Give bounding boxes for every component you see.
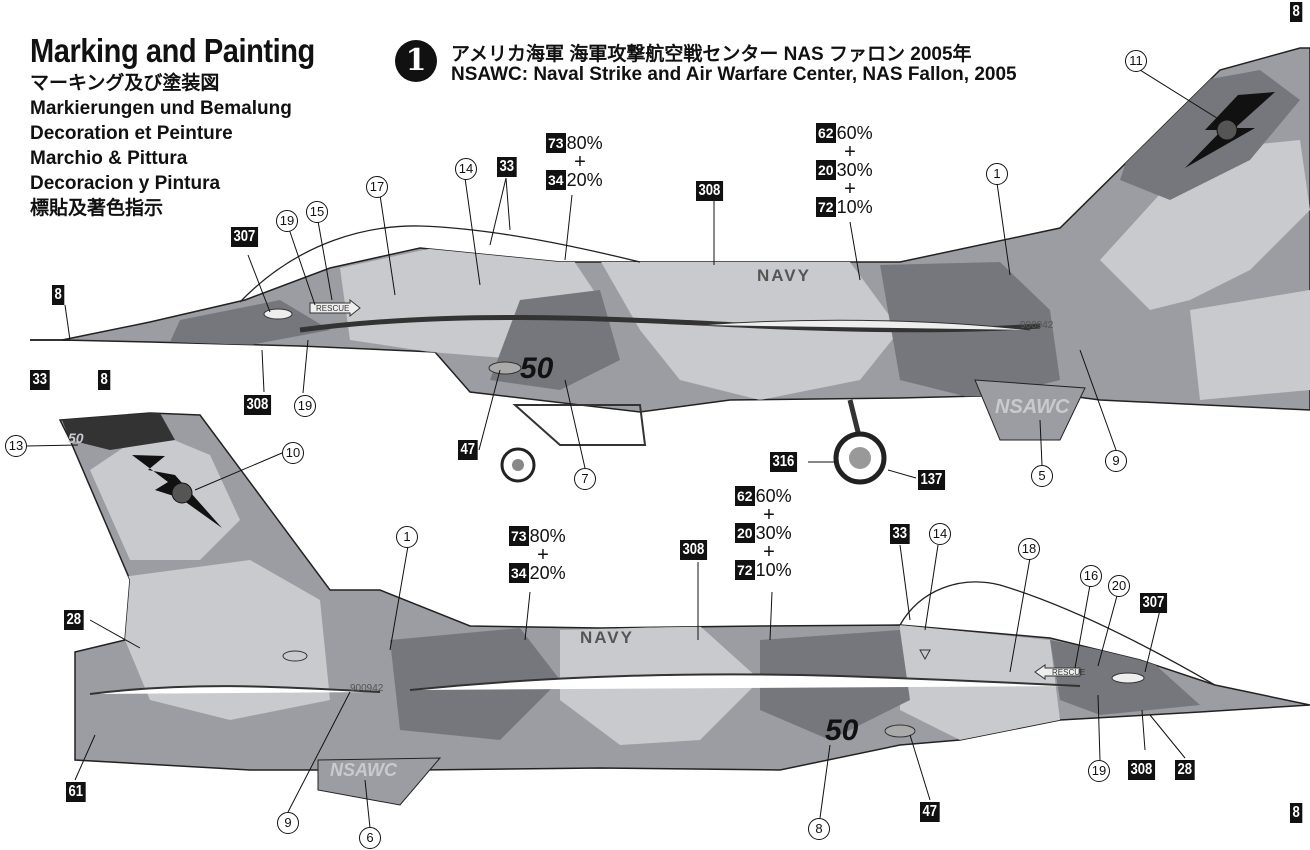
color-code-33: 33 — [890, 524, 910, 544]
color-code: 34 — [509, 563, 529, 583]
mix-percent: 20% — [566, 170, 603, 190]
mix-percent: 30% — [836, 160, 873, 180]
nsawc-marking-lower: NSAWC — [330, 760, 397, 780]
color-code: 73 — [509, 526, 529, 546]
serial-upper: 900942 — [1020, 320, 1054, 331]
color-code: 73 — [546, 133, 566, 153]
mix-percent: 60% — [836, 123, 873, 143]
color-code-137: 137 — [918, 470, 945, 490]
page-title: Marking and Painting — [30, 32, 315, 69]
color-code: 72 — [735, 560, 755, 580]
decal-callout-8: 8 — [808, 818, 830, 840]
color-code: 62 — [735, 486, 755, 506]
color-code-307: 307 — [231, 227, 258, 247]
mix-plus: + — [844, 178, 856, 200]
title-line-fr: Decoration et Peinture — [30, 123, 233, 144]
mix-plus: + — [844, 141, 856, 163]
title-line-es: Decoracion y Pintura — [30, 173, 221, 194]
color-code-28: 28 — [64, 610, 84, 630]
color-code-8: 8 — [1290, 803, 1303, 823]
color-code-61: 61 — [66, 782, 86, 802]
mix-percent: 80% — [529, 526, 566, 546]
decal-callout-14: 14 — [929, 523, 951, 545]
color-code-8: 8 — [1290, 2, 1303, 22]
scheme-number-badge: 1 — [395, 40, 437, 82]
decal-callout-19: 19 — [276, 210, 298, 232]
color-code-308: 308 — [680, 540, 707, 560]
color-code-308: 308 — [696, 181, 723, 201]
mix-percent: 10% — [836, 197, 873, 217]
color-code: 20 — [735, 523, 755, 543]
mix-percent: 10% — [755, 560, 792, 580]
title-line-it: Marchio & Pittura — [30, 148, 188, 169]
decal-callout-19: 19 — [1088, 760, 1110, 782]
decal-callout-10: 10 — [282, 442, 304, 464]
mix-percent: 20% — [529, 563, 566, 583]
color-code-308: 308 — [244, 395, 271, 415]
color-code: 72 — [816, 197, 836, 217]
color-code: 20 — [816, 160, 836, 180]
title-line-de: Markierungen und Bemalung — [30, 98, 292, 119]
color-code-47: 47 — [920, 802, 940, 822]
mix-plus: + — [537, 544, 549, 566]
decal-callout-7: 7 — [574, 468, 596, 490]
serial-lower: 900942 — [350, 683, 384, 694]
upper-aircraft — [30, 47, 1310, 485]
decal-callout-17: 17 — [366, 176, 388, 198]
decal-callout-11: 11 — [1125, 50, 1147, 72]
decal-callout-19: 19 — [294, 395, 316, 417]
mix-plus: + — [763, 504, 775, 526]
side-number-upper: 50 — [520, 352, 554, 385]
mix-plus: + — [763, 541, 775, 563]
color-code-47: 47 — [458, 440, 478, 460]
side-number-lower: 50 — [825, 714, 859, 747]
decal-callout-1: 1 — [396, 526, 418, 548]
nsawc-marking-upper: NSAWC — [995, 396, 1070, 418]
color-code-8: 8 — [98, 370, 111, 390]
color-code-33: 33 — [30, 370, 50, 390]
decal-callout-15: 15 — [306, 201, 328, 223]
scheme-title-jp: アメリカ海軍 海軍攻撃航空戦センター NAS ファロン 2005年 — [451, 44, 972, 65]
decal-callout-9: 9 — [1105, 450, 1127, 472]
scheme-title-en: NSAWC: Naval Strike and Air Warfare Cent… — [451, 64, 1017, 85]
color-code-28: 28 — [1175, 760, 1195, 780]
decal-callout-6: 6 — [359, 827, 381, 849]
decal-callout-18: 18 — [1018, 538, 1040, 560]
decal-callout-9: 9 — [277, 812, 299, 834]
lower-aircraft — [58, 412, 1310, 806]
title-line-jp: マーキング及び塗装図 — [30, 73, 220, 94]
mix-percent: 30% — [755, 523, 792, 543]
navy-marking-upper: NAVY — [757, 266, 811, 285]
mix-plus: + — [574, 151, 586, 173]
rescue-upper: RESCUE — [316, 304, 350, 313]
decal-callout-5: 5 — [1031, 465, 1053, 487]
title-line-cn: 標貼及著色指示 — [30, 198, 164, 219]
leader-lines — [26, 69, 1221, 829]
color-code: 34 — [546, 170, 566, 190]
decal-callout-16: 16 — [1080, 565, 1102, 587]
color-code-307: 307 — [1140, 593, 1167, 613]
tail-number-lower: 50 — [68, 430, 84, 446]
color-code-308: 308 — [1128, 760, 1155, 780]
decal-callout-13: 13 — [5, 435, 27, 457]
color-code-8: 8 — [52, 285, 65, 305]
rescue-lower: RESCUE — [1052, 668, 1086, 677]
color-code-33: 33 — [497, 157, 517, 177]
mix-percent: 60% — [755, 486, 792, 506]
decal-callout-14: 14 — [455, 158, 477, 180]
navy-marking-lower: NAVY — [580, 628, 634, 647]
color-code-316: 316 — [770, 452, 797, 472]
decal-callout-1: 1 — [986, 163, 1008, 185]
color-code: 62 — [816, 123, 836, 143]
mix-percent: 80% — [566, 133, 603, 153]
decal-callout-20: 20 — [1108, 575, 1130, 597]
